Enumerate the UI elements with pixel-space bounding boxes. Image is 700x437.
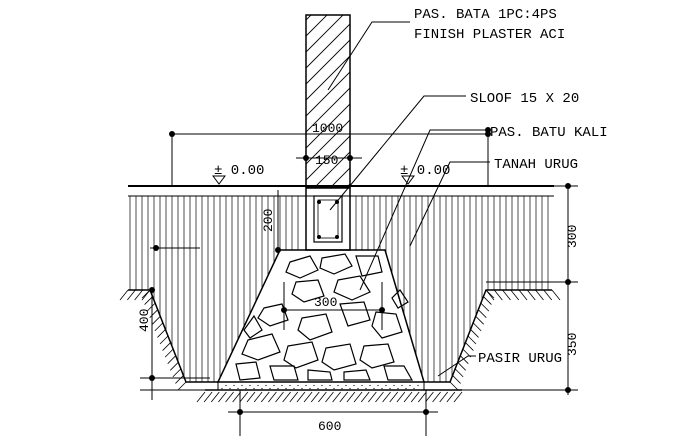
- sand-bedding: [217, 381, 425, 391]
- dim-1000-label: 1000: [312, 121, 343, 136]
- brick-wall-label-1: PAS. BATA 1PC:4PS: [414, 7, 557, 23]
- earth-hatch-ticks: [119, 289, 561, 403]
- dim-150-label: 150: [315, 153, 338, 168]
- dim-350-label: 350: [565, 333, 580, 356]
- sand-label: PASIR URUG: [478, 351, 562, 367]
- leader-lines: [327, 21, 491, 377]
- dim-300-right-label: 300: [565, 225, 580, 248]
- dimension-labels: 1000 150 200 300 300 350 400 600: [137, 121, 580, 434]
- annotation-labels: PAS. BATA 1PC:4PS FINISH PLASTER ACI SLO…: [214, 7, 608, 367]
- stone-foundation: [216, 249, 426, 383]
- stone-foundation-label: PAS. BATU KALI: [490, 125, 608, 141]
- sloof-label: SLOOF 15 X 20: [470, 91, 579, 107]
- level-right-label: ± 0.00: [400, 163, 450, 179]
- backfill-label: TANAH URUG: [494, 157, 578, 173]
- dimension-lines: [140, 131, 578, 436]
- dim-400-label: 400: [137, 309, 152, 332]
- dim-200-label: 200: [261, 209, 276, 232]
- level-left-label: ± 0.00: [214, 163, 264, 179]
- brick-wall: [305, 14, 351, 188]
- sloof-beam: [305, 187, 351, 251]
- dim-300-mid-label: 300: [314, 295, 337, 310]
- brick-wall-label-2: FINISH PLASTER ACI: [414, 27, 565, 43]
- dim-600-label: 600: [318, 419, 341, 434]
